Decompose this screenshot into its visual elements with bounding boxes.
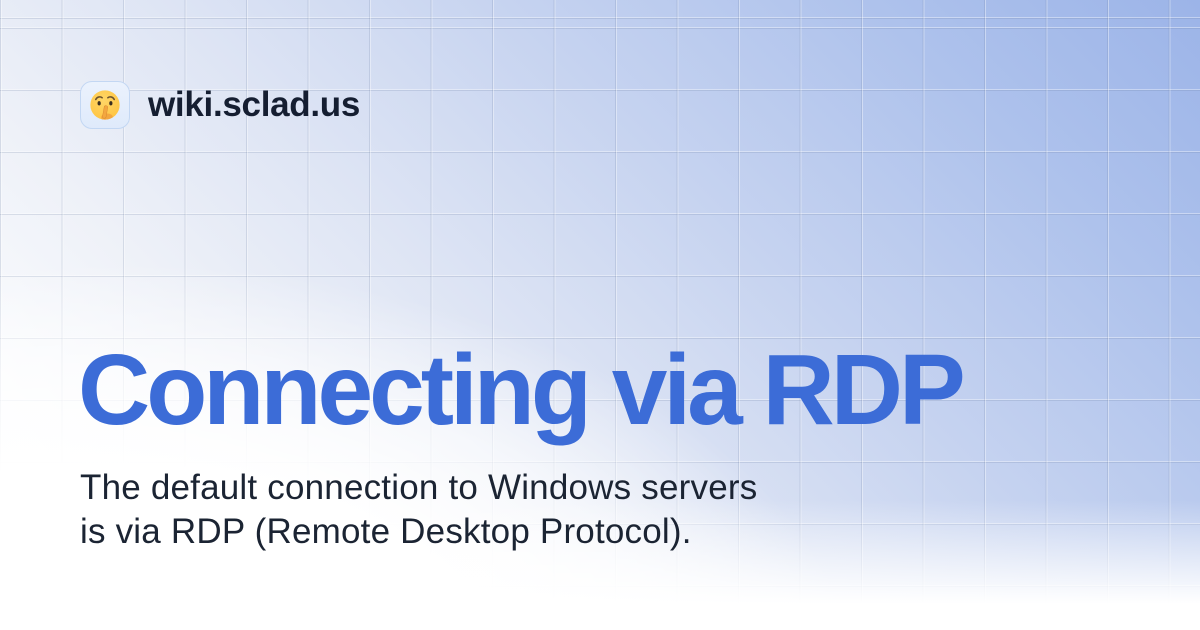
site-brand: wiki.sclad.us [80, 81, 360, 129]
site-domain-text: wiki.sclad.us [148, 85, 361, 124]
page-title: Connecting via RDP [78, 334, 966, 446]
shushing-face-emoji-icon [88, 88, 122, 122]
site-logo-badge [80, 81, 130, 129]
page-subtitle: The default connection to Windows server… [80, 466, 757, 554]
subtitle-line-1: The default connection to Windows server… [80, 468, 758, 507]
subtitle-line-2: is via RDP (Remote Desktop Protocol). [80, 512, 692, 551]
